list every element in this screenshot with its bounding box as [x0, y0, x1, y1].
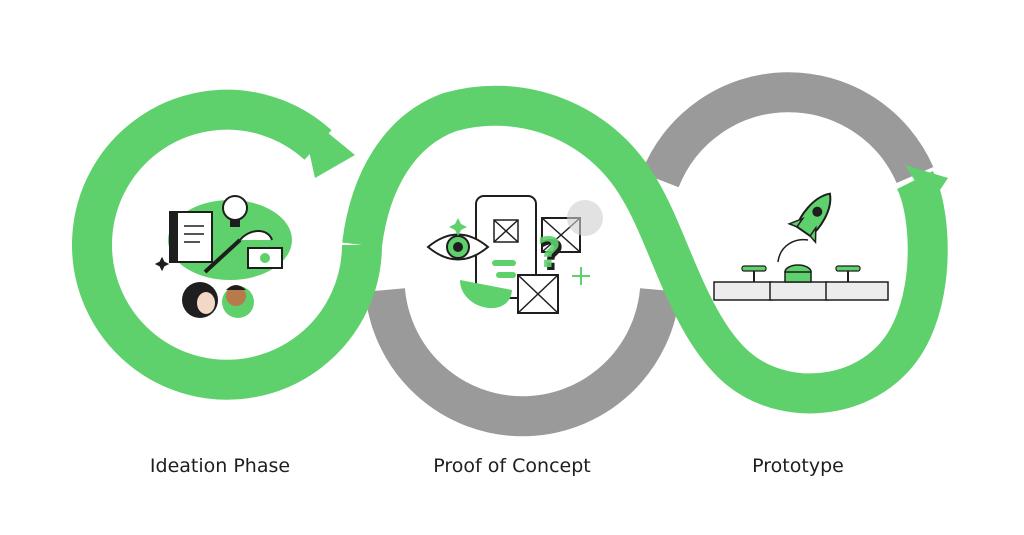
gray-loop-segments: [365, 72, 934, 437]
svg-text:?: ?: [537, 228, 561, 277]
rocket-launch-illustration-icon: [713, 192, 889, 301]
stage-label-ideation: Ideation Phase: [149, 455, 291, 477]
loop-1-arrowhead: [300, 110, 355, 178]
stage-label-prototype: Prototype: [752, 455, 844, 477]
ideation-illustration-icon: [154, 195, 292, 318]
loop-3-gray-arc: [641, 72, 934, 188]
wireframe-phone-illustration-icon: ? ?: [426, 195, 603, 314]
green-loop-segments: [72, 85, 948, 414]
loop-2-gray-arc: [365, 287, 680, 437]
stage-label-proof-of-concept: Proof of Concept: [433, 455, 591, 477]
loop-1-green-arc: [72, 89, 382, 400]
svg-text:?: ?: [540, 231, 564, 280]
loop-connector-1-2: [342, 85, 948, 414]
loop-3-arrowhead: [905, 165, 948, 205]
